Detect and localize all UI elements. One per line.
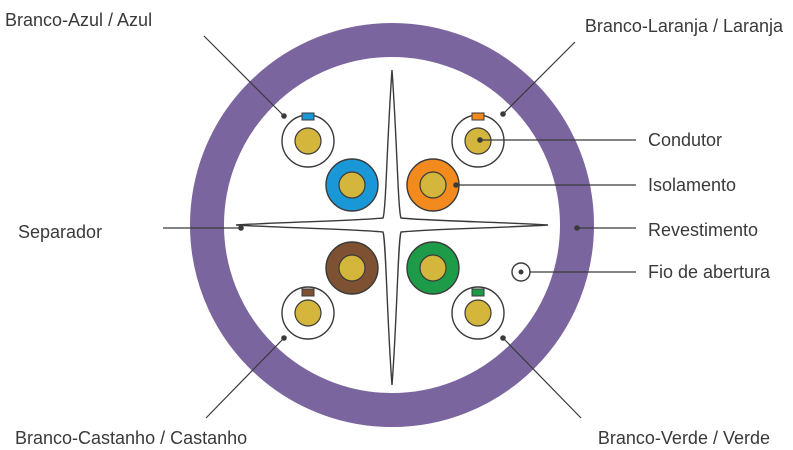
leader-dot-white-green [500,335,506,341]
stripe-green [471,288,485,297]
leader-dot-insulation [453,182,459,188]
label-jacket: Revestimento [648,220,758,240]
label-white-blue: Branco-Azul / Azul [5,10,152,30]
cross-separator [235,69,549,386]
pair-white-blue [281,112,379,212]
stripe-brown [301,288,315,297]
leader-dot-conductor [477,137,483,143]
conductor-brown [338,254,366,282]
conductor-blue [338,171,366,199]
label-white-brown: Branco-Castanho / Castanho [15,428,247,448]
leader-white-green [502,337,582,419]
leader-white-brown [205,337,285,419]
label-white-green: Branco-Verde / Verde [598,428,770,448]
conductor-white-green [464,299,492,327]
label-conductor: Condutor [648,130,722,150]
leader-white-orange [502,41,576,115]
stripe-blue [301,112,315,121]
pair-white-green [406,241,505,340]
label-insulation: Isolamento [648,175,736,195]
leader-dot-white-brown [281,335,287,341]
leader-dot-white-blue [281,113,287,119]
ripcord [511,262,531,282]
stripe-orange [471,112,485,121]
ripcord-inner [518,269,524,275]
conductor-orange [419,171,447,199]
conductor-white-blue [294,127,322,155]
label-separator: Separador [18,222,102,242]
leader-dot-separator [238,225,244,231]
leader-white-blue [203,35,285,117]
conductor-white-brown [294,299,322,327]
label-ripcord: Fio de abertura [648,262,771,282]
pair-white-brown [281,241,379,340]
label-white-orange: Branco-Laranja / Laranja [585,16,784,36]
conductor-green [419,254,447,282]
leader-dot-jacket [574,225,580,231]
leader-dot-white-orange [500,111,506,117]
